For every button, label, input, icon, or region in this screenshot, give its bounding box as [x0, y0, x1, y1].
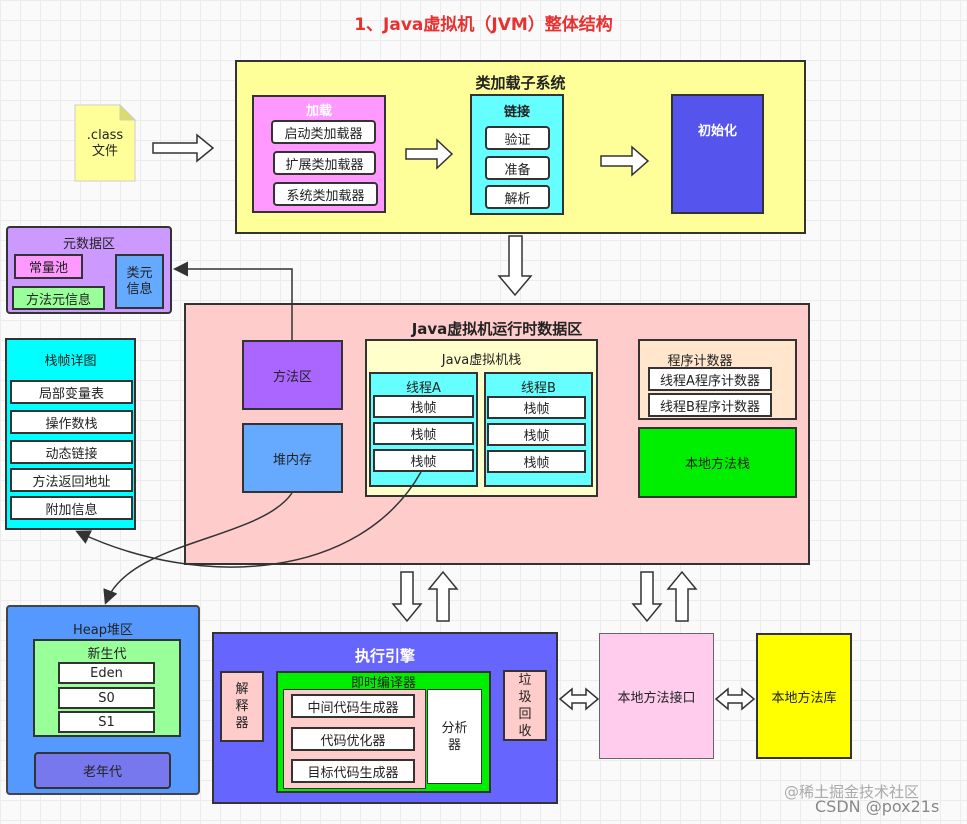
additional-info: 附加信息 — [10, 496, 133, 520]
native-method-library: 本地方法库 — [756, 633, 852, 759]
linking-title: 链接 — [503, 105, 530, 120]
init-title: 初始化 — [697, 124, 737, 139]
heap-memory: 堆内存 — [242, 423, 343, 493]
constant-pool: 常量池 — [14, 254, 83, 279]
young-title: 新生代 — [87, 647, 127, 662]
code-optimizer: 代码优化器 — [291, 727, 415, 751]
thread-a-title: 线程A — [406, 381, 441, 396]
pc-thread-a: 线程A程序计数器 — [648, 367, 772, 391]
runtime-title: Java虚拟机运行时数据区 — [411, 320, 583, 338]
thread-b-frame: 栈帧 — [487, 450, 586, 473]
init-stage: 初始化 — [671, 94, 764, 214]
loading-title: 加载 — [305, 104, 332, 119]
engine-title: 执行引擎 — [354, 647, 415, 665]
thread-a-frame: 栈帧 — [373, 395, 474, 418]
bootstrap-loader: 启动类加载器 — [271, 120, 376, 144]
interpreter: 解释器 — [220, 671, 264, 742]
old-generation: 老年代 — [34, 752, 171, 789]
dynamic-linking: 动态链接 — [10, 440, 133, 464]
return-address: 方法返回地址 — [10, 468, 133, 492]
system-loader: 系统类加载器 — [273, 182, 378, 206]
vm-stack-title: Java虚拟机栈 — [441, 353, 522, 368]
prepare-step: 准备 — [485, 156, 550, 180]
thread-b-frame: 栈帧 — [487, 423, 586, 446]
method-meta-info: 方法元信息 — [12, 286, 105, 310]
thread-a-frame: 栈帧 — [373, 449, 474, 472]
frame-detail-title: 栈帧详图 — [44, 354, 97, 369]
thread-b-title: 线程B — [521, 381, 556, 396]
class-file-ext: .class — [86, 128, 124, 143]
heap-area-title: Heap堆区 — [73, 623, 133, 638]
classloader-title: 类加载子系统 — [475, 74, 566, 92]
survivor-s0: S0 — [58, 687, 155, 709]
ir-generator: 中间代码生成器 — [291, 694, 415, 718]
class-file-label: .class 文件 — [74, 128, 136, 160]
target-code-generator: 目标代码生成器 — [291, 759, 415, 783]
garbage-collector: 垃圾回收 — [503, 670, 547, 741]
jit-title: 即时编译器 — [350, 676, 416, 691]
native-method-stack: 本地方法栈 — [638, 427, 797, 498]
native-method-interface: 本地方法接口 — [599, 633, 714, 759]
page-title: 1、Java虚拟机（JVM）整体结构 — [354, 15, 613, 35]
resolve-step: 解析 — [485, 185, 550, 209]
method-area: 方法区 — [242, 340, 343, 410]
extension-loader: 扩展类加载器 — [273, 151, 376, 175]
eden-space: Eden — [58, 662, 155, 684]
pc-thread-b: 线程B程序计数器 — [648, 393, 772, 417]
class-file-word: 文件 — [91, 144, 118, 159]
analyzer: 分析器 — [427, 689, 482, 784]
verify-step: 验证 — [485, 126, 550, 150]
juejin-watermark: @稀土掘金技术社区 — [784, 783, 920, 801]
metaspace-title: 元数据区 — [62, 237, 115, 252]
thread-a-frame: 栈帧 — [373, 422, 474, 445]
csdn-watermark: CSDN @pox21s — [815, 797, 940, 816]
survivor-s1: S1 — [58, 711, 155, 733]
local-variables: 局部变量表 — [10, 380, 133, 404]
class-file-note-shape — [74, 104, 136, 182]
thread-b-frame: 栈帧 — [487, 396, 586, 419]
operand-stack: 操作数栈 — [10, 410, 133, 434]
class-meta-info: 类元信息 — [115, 254, 164, 309]
pc-title: 程序计数器 — [667, 354, 733, 369]
